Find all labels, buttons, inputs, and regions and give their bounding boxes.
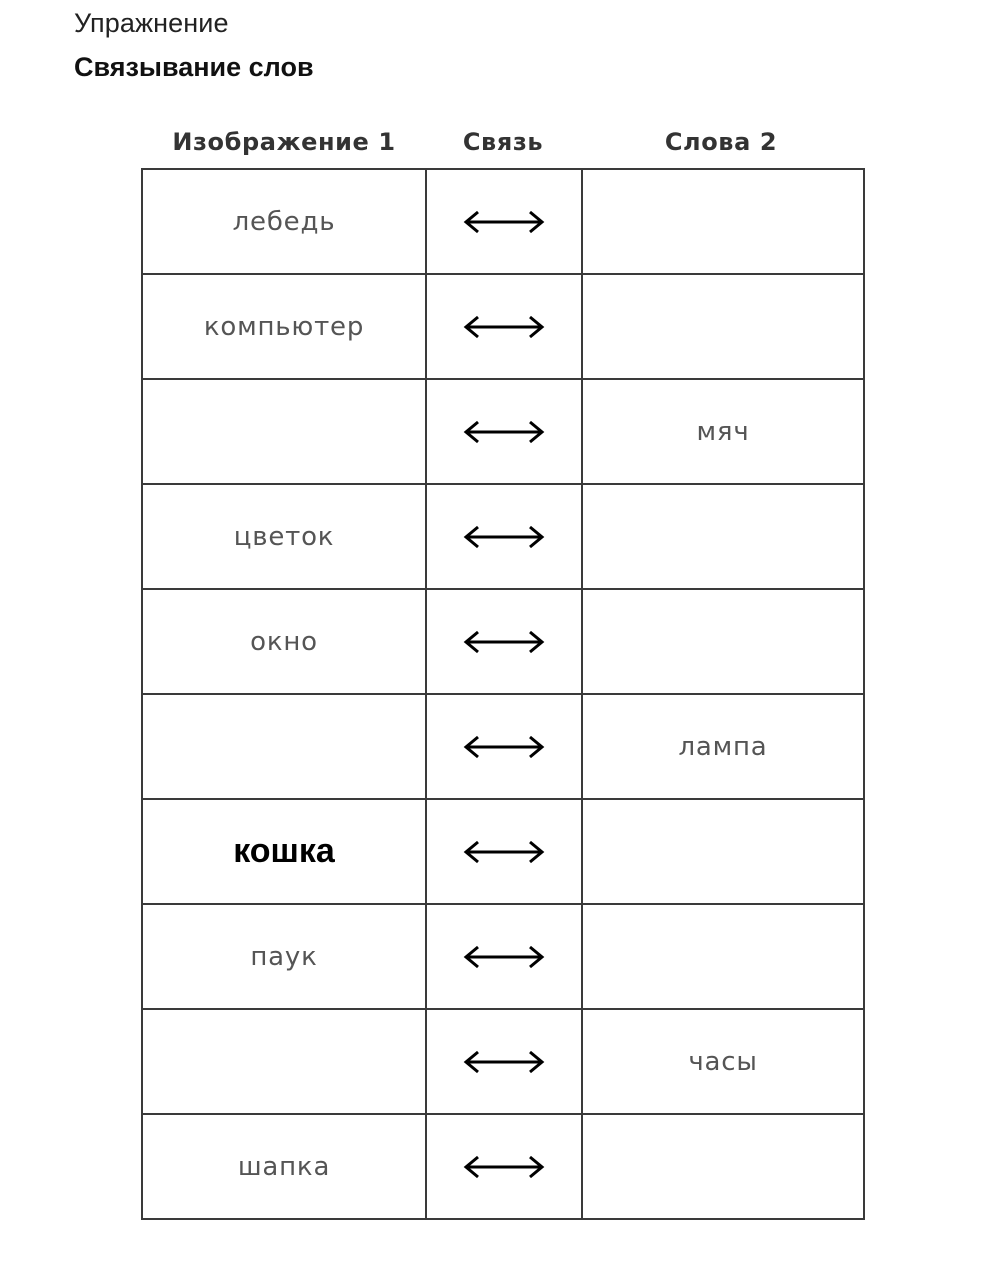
link-cell <box>425 273 583 380</box>
right-word-cell <box>581 273 865 380</box>
exercise-label: Упражнение <box>74 8 229 38</box>
double-arrow-icon <box>463 945 545 969</box>
right-word-cell <box>581 1113 865 1220</box>
right-word-cell: мяч <box>581 378 865 485</box>
double-arrow-icon <box>463 525 545 549</box>
right-word-cell <box>581 483 865 590</box>
left-word-cell: цветок <box>141 483 427 590</box>
double-arrow-icon <box>463 1155 545 1179</box>
table-row: мяч <box>141 378 865 485</box>
left-word-cell: лебедь <box>141 168 427 275</box>
double-arrow-icon <box>463 630 545 654</box>
left-word-cell: кошка <box>141 798 427 905</box>
link-cell <box>425 168 583 275</box>
column-header-words: Слова 2 <box>664 128 778 156</box>
table-row: компьютер <box>141 273 865 380</box>
link-cell <box>425 903 583 1010</box>
double-arrow-icon <box>463 735 545 759</box>
double-arrow-icon <box>463 420 545 444</box>
table-row: окно <box>141 588 865 695</box>
link-cell <box>425 1008 583 1115</box>
table-row: кошка <box>141 798 865 905</box>
left-word-cell: окно <box>141 588 427 695</box>
right-word-cell <box>581 798 865 905</box>
left-word-cell: паук <box>141 903 427 1010</box>
left-word-cell: компьютер <box>141 273 427 380</box>
double-arrow-icon <box>463 210 545 234</box>
link-cell <box>425 378 583 485</box>
column-header-image: Изображение 1 <box>172 128 396 156</box>
right-word-cell <box>581 903 865 1010</box>
right-word-cell: лампа <box>581 693 865 800</box>
left-word-cell <box>141 693 427 800</box>
link-cell <box>425 588 583 695</box>
table-row: лампа <box>141 693 865 800</box>
right-word-cell <box>581 168 865 275</box>
left-word-cell: шапка <box>141 1113 427 1220</box>
link-cell <box>425 483 583 590</box>
table-row: шапка <box>141 1113 865 1220</box>
exercise-title: Связывание слов <box>74 52 314 82</box>
table-row: цветок <box>141 483 865 590</box>
link-cell <box>425 798 583 905</box>
right-word-cell <box>581 588 865 695</box>
table-row: часы <box>141 1008 865 1115</box>
left-word-cell <box>141 378 427 485</box>
right-word-cell: часы <box>581 1008 865 1115</box>
table-row: лебедь <box>141 168 865 275</box>
double-arrow-icon <box>463 1050 545 1074</box>
left-word-cell <box>141 1008 427 1115</box>
double-arrow-icon <box>463 315 545 339</box>
word-link-table: лебедь компьютер мяч цветок <box>141 168 865 1220</box>
link-cell <box>425 693 583 800</box>
link-cell <box>425 1113 583 1220</box>
table-row: паук <box>141 903 865 1010</box>
column-header-link: Связь <box>462 128 544 156</box>
double-arrow-icon <box>463 840 545 864</box>
